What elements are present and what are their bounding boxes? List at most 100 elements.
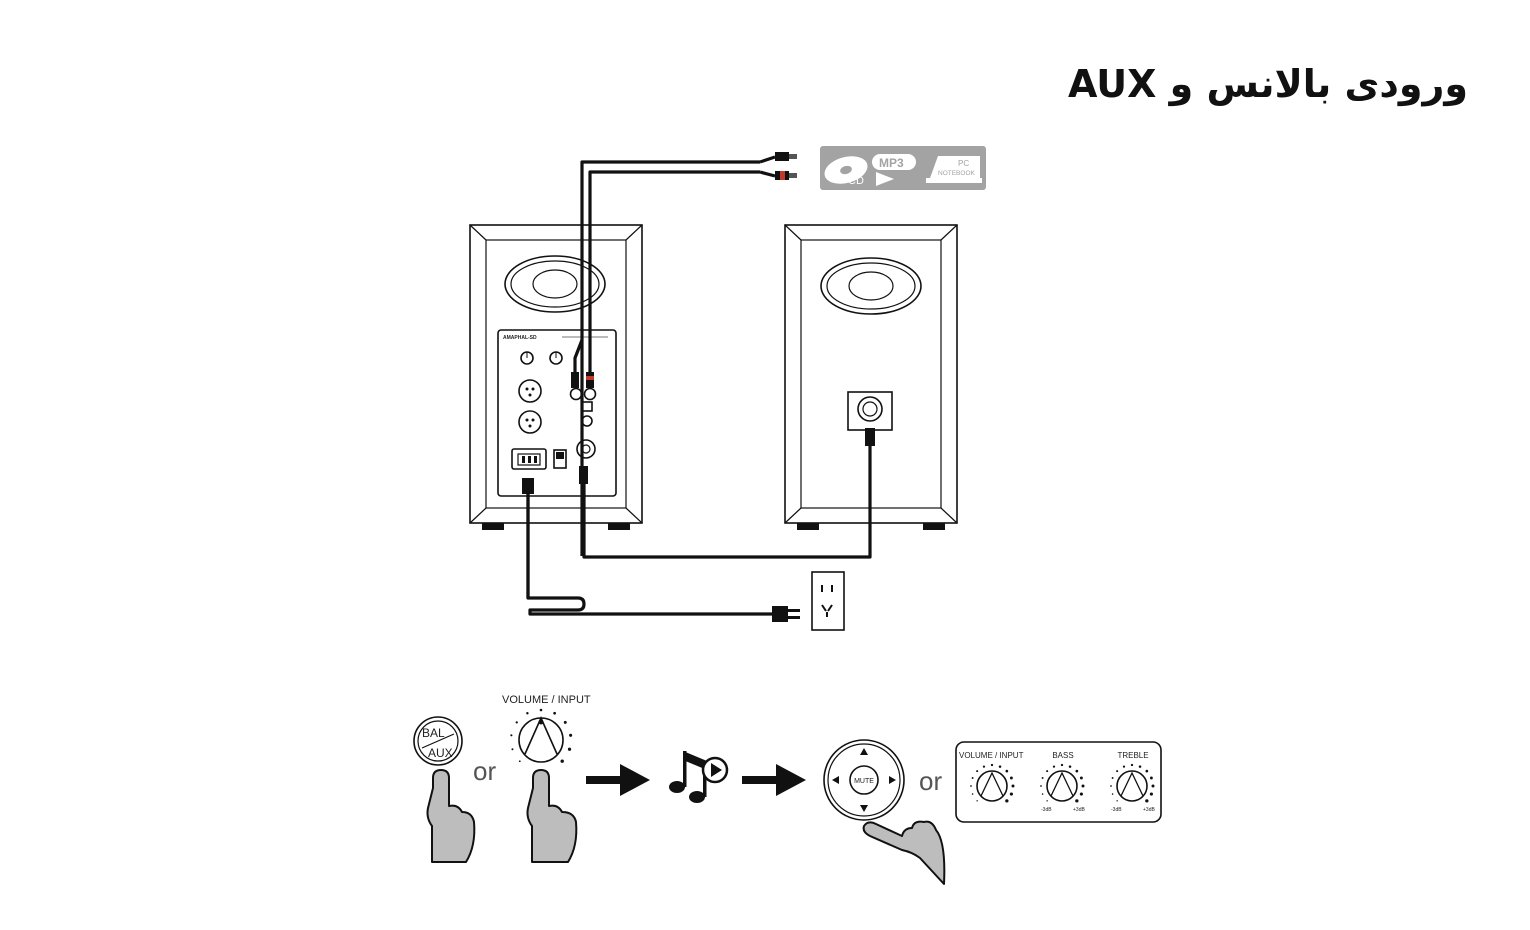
- nav-right-icon: [889, 776, 896, 784]
- knob-tick: [1081, 784, 1085, 788]
- xlr-input-1: [518, 379, 542, 403]
- knob-tick: [1111, 793, 1114, 795]
- trim-knob-1: [520, 351, 534, 365]
- knob-tick: [1005, 799, 1009, 803]
- knob-tick: [971, 777, 974, 779]
- hand-icon-3: [862, 820, 946, 885]
- knob-tick: [1149, 792, 1153, 796]
- knob-tick: [1041, 777, 1044, 779]
- power-cord: [522, 478, 800, 622]
- bass-min-label: -3dB: [1041, 807, 1052, 813]
- mute-label: MUTE: [854, 778, 874, 785]
- knob-tick: [990, 763, 994, 767]
- bal-label: BAL: [422, 726, 445, 740]
- panel-volume-knob: [970, 763, 1015, 803]
- knob-tick: [1009, 776, 1013, 780]
- knob-tick: [1005, 769, 1009, 773]
- knob-tick: [1151, 784, 1155, 788]
- notebook-icon: PC NOTEBOOK: [926, 156, 982, 183]
- cables: [522, 160, 875, 631]
- cd-icon: CD: [824, 156, 868, 187]
- nav-left-icon: [832, 776, 839, 784]
- knob-tick: [553, 711, 556, 715]
- panel-bass-label: BASS: [1052, 751, 1073, 760]
- knob-tick: [560, 759, 564, 763]
- cd-label: CD: [848, 175, 864, 187]
- mute-button: [849, 765, 879, 795]
- knob-tick: [539, 708, 543, 712]
- knob-tick: [1145, 799, 1149, 803]
- power-socket: [511, 448, 547, 470]
- mp3-label: MP3: [879, 156, 904, 170]
- knob-tick: [1122, 765, 1126, 768]
- knob-tick: [1079, 792, 1083, 796]
- speaker-link-cable: [579, 428, 875, 559]
- knob-tick: [1079, 776, 1083, 780]
- trim-knob-2: [549, 351, 563, 365]
- operation-steps: BAL AUX or VOLUME / INPUT: [413, 694, 1162, 885]
- power-switch: [553, 449, 567, 469]
- left-speaker: AMAPHAL-SD: [469, 224, 643, 530]
- knob-tick: [971, 793, 974, 795]
- knob-tick: [567, 747, 572, 751]
- knob-tick: [510, 734, 513, 737]
- knob-tick: [982, 765, 986, 768]
- knob-tick: [1060, 763, 1064, 767]
- panel-brand: AMAPHAL-SD: [503, 335, 537, 341]
- knob-tick: [998, 765, 1002, 768]
- knob-tick: [1116, 770, 1119, 773]
- knob-tick: [1075, 799, 1079, 803]
- hand-icon-1: [426, 769, 476, 863]
- wall-outlet-icon: [811, 571, 845, 631]
- knob-tick: [526, 712, 529, 715]
- knob-tick: [1009, 792, 1013, 796]
- page-title: ورودی بالانس و AUX: [1068, 62, 1468, 106]
- knob-tick: [569, 733, 573, 737]
- or-text-2: or: [919, 766, 942, 796]
- source-badge: CD MP3 PC NOTEBOOK: [820, 146, 986, 190]
- notebook-label: NOTEBOOK: [938, 170, 976, 177]
- or-text-1: or: [473, 756, 496, 786]
- mp3-icon: MP3: [872, 154, 916, 186]
- knob-tick: [518, 760, 521, 763]
- arrow-right-icon-2: [742, 764, 806, 796]
- panel-treble-knob: [1110, 763, 1155, 803]
- knob-tick: [1040, 785, 1042, 787]
- navigation-pad: MUTE: [823, 739, 905, 821]
- nav-down-icon: [860, 805, 868, 812]
- rca-plugs: [759, 152, 797, 180]
- arrow-right-icon-1: [586, 764, 650, 796]
- hand-icon-2: [526, 769, 578, 863]
- knob-tick: [1130, 763, 1134, 767]
- knob-tick: [970, 785, 972, 787]
- pc-label: PC: [958, 159, 969, 168]
- panel-bass-knob: [1040, 763, 1085, 803]
- rca-plug-red: [586, 360, 594, 388]
- knob-tick: [1011, 784, 1015, 788]
- knob-tick: [511, 748, 514, 751]
- music-play-icon: [669, 751, 729, 803]
- rca-plug-white: [571, 339, 584, 388]
- xlr-input-2: [518, 410, 542, 434]
- back-panel: AMAPHAL-SD: [497, 329, 617, 497]
- knob-tick: [976, 800, 978, 802]
- knob-tick: [1149, 776, 1153, 780]
- control-panel: VOLUME / INPUT BASS TREBLE -3dB +3dB -3d…: [955, 741, 1162, 823]
- volume-input-label: VOLUME / INPUT: [502, 694, 591, 706]
- knob-tick: [1116, 800, 1118, 802]
- treble-max-label: +3dB: [1143, 807, 1155, 813]
- bal-aux-button: BAL AUX: [413, 716, 463, 766]
- nav-up-icon: [860, 748, 868, 755]
- knob-tick: [1138, 765, 1142, 768]
- bass-max-label: +3dB: [1073, 807, 1085, 813]
- volume-knob: [510, 708, 573, 763]
- knob-tick: [1046, 770, 1049, 773]
- speaker-output-socket: [576, 439, 596, 459]
- knob-tick: [563, 720, 567, 724]
- knob-tick: [1111, 777, 1114, 779]
- knob-tick: [1075, 769, 1079, 773]
- knob-tick: [1046, 800, 1048, 802]
- knob-tick: [1068, 765, 1072, 768]
- knob-tick: [1145, 769, 1149, 773]
